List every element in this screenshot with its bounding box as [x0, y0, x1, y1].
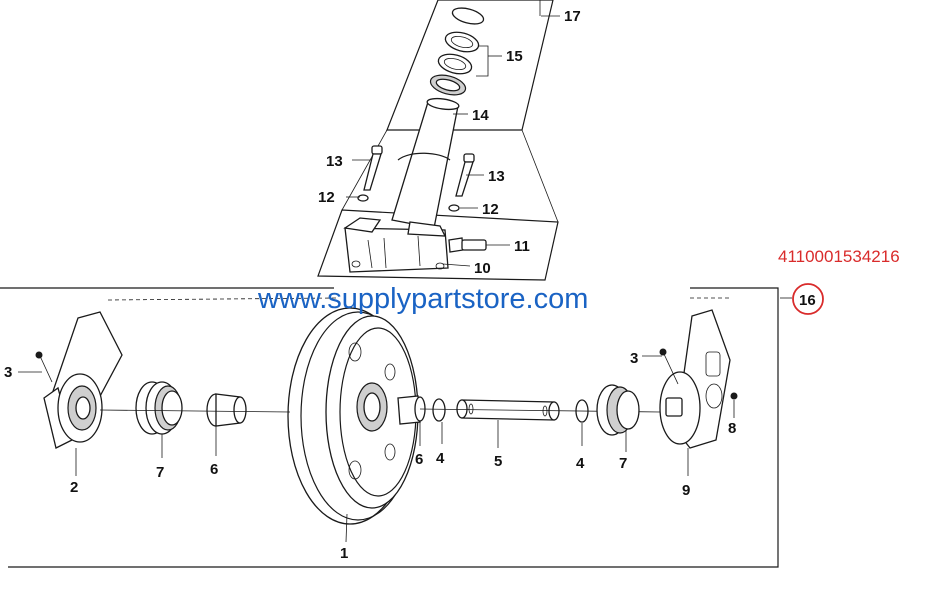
callout-7-right: 7: [619, 455, 627, 472]
left-bracket-2: [35, 311, 123, 449]
callout-6-right: 6: [415, 451, 423, 468]
callout-10: 10: [474, 260, 491, 277]
callout-1: 1: [340, 545, 348, 562]
callout-3-right: 3: [630, 350, 638, 367]
right-bushing-6: [397, 395, 426, 425]
seal-rings-15-17: [429, 7, 485, 96]
leader-lines: [18, 0, 792, 543]
o-ring-4-left: [432, 398, 446, 422]
left-seal-7: [135, 381, 183, 435]
callout-12-right: 12: [482, 201, 499, 218]
callout-9: 9: [682, 482, 690, 499]
part-number: 4110001534216: [778, 247, 900, 266]
callout-labels: 1 2 3 3 4 4 5 6 6 7 7 8 9 10 11 12 12 13…: [4, 8, 736, 562]
callout-16-ring: [792, 283, 824, 315]
bracket-10: [343, 217, 487, 273]
callout-16: 16: [799, 292, 816, 309]
bolts-13: [357, 145, 475, 212]
callout-4-left: 4: [436, 450, 445, 467]
callout-8: 8: [728, 420, 736, 437]
left-bushing-6: [206, 393, 247, 427]
callout-3-left: 3: [4, 364, 12, 381]
left-axis-line: [99, 409, 291, 413]
callout-7-left: 7: [156, 464, 164, 481]
callout-5: 5: [494, 453, 502, 470]
callout-15: 15: [506, 48, 523, 65]
main-frame: [0, 287, 779, 568]
callout-2: 2: [70, 479, 78, 496]
watermark: www.supplypartstore.com: [257, 283, 588, 315]
idler-wheel-1: [287, 307, 419, 525]
callout-4-right: 4: [576, 455, 585, 472]
callout-11: 11: [514, 238, 530, 255]
callout-17: 17: [564, 8, 581, 25]
callout-16-group: 16: [792, 283, 824, 315]
callout-6-left: 6: [210, 461, 218, 478]
callout-13-right: 13: [488, 168, 505, 185]
callout-12-left: 12: [318, 189, 335, 206]
callout-13-left: 13: [326, 153, 343, 170]
callout-14: 14: [472, 107, 489, 124]
right-seal-7: [596, 384, 640, 436]
right-bracket-9: [659, 309, 738, 449]
